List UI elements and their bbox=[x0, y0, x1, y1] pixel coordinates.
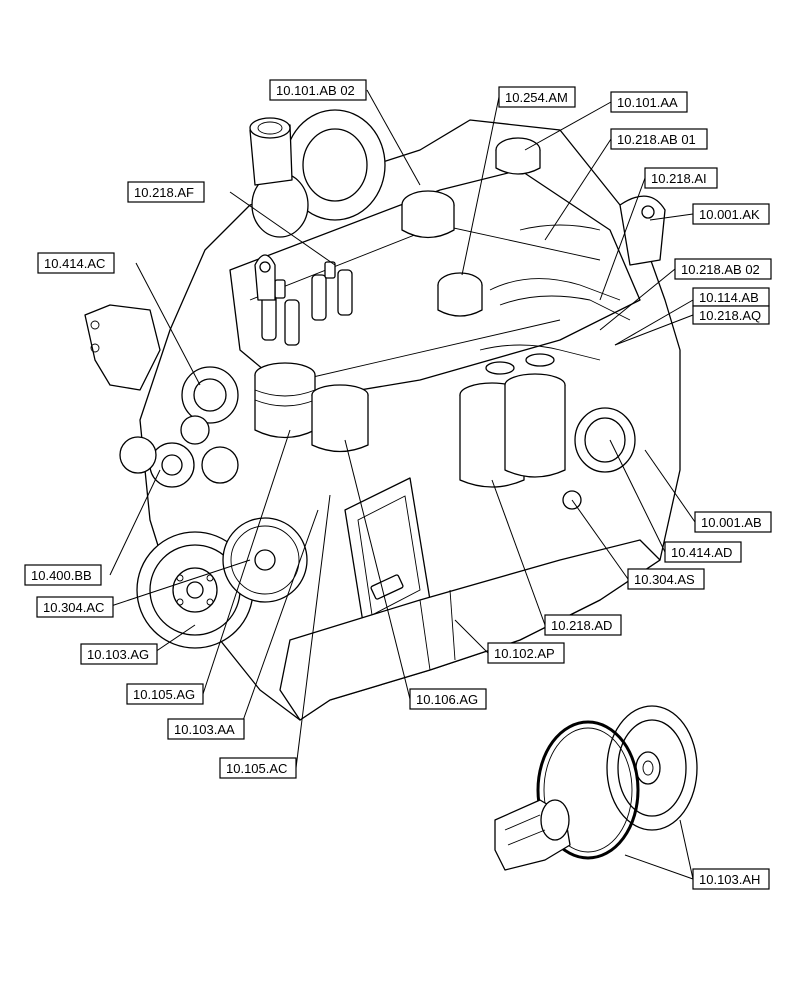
callout-label: 10.218.AQ bbox=[699, 308, 761, 323]
callout-10-102-ap[interactable]: 10.102.AP bbox=[487, 642, 565, 664]
callout-10-103-ah[interactable]: 10.103.AH bbox=[692, 868, 770, 890]
callout-label: 10.114.AB bbox=[699, 290, 759, 305]
turbocharger bbox=[249, 109, 386, 238]
callout-10-304-ac[interactable]: 10.304.AC bbox=[36, 596, 114, 618]
callout-10-218-ab-02[interactable]: 10.218.AB 02 bbox=[674, 258, 772, 280]
piston bbox=[254, 362, 369, 453]
callout-label: 10.218.AB 02 bbox=[681, 262, 760, 277]
callout-label: 10.103.AH bbox=[699, 872, 760, 887]
callout-label: 10.304.AS bbox=[634, 572, 695, 587]
callout-10-103-aa[interactable]: 10.103.AA bbox=[167, 718, 245, 740]
callout-10-218-ai[interactable]: 10.218.AI bbox=[644, 167, 718, 189]
callout-10-106-ag[interactable]: 10.106.AG bbox=[409, 688, 487, 710]
callout-10-218-af[interactable]: 10.218.AF bbox=[127, 181, 205, 203]
callout-10-101-aa[interactable]: 10.101.AA bbox=[610, 91, 688, 113]
callout-label: 10.103.AG bbox=[87, 647, 149, 662]
callout-10-414-ad[interactable]: 10.414.AD bbox=[664, 541, 742, 563]
callout-label: 10.101.AA bbox=[617, 95, 678, 110]
flywheel-assembly bbox=[494, 705, 698, 871]
oil-filters bbox=[459, 353, 566, 488]
filler-cap bbox=[401, 137, 541, 317]
accessory-pulleys bbox=[119, 366, 239, 488]
callout-label: 10.001.AK bbox=[699, 207, 760, 222]
callout-10-101-ab-02[interactable]: 10.101.AB 02 bbox=[269, 79, 367, 101]
callout-label: 10.218.AI bbox=[651, 171, 707, 186]
callout-label: 10.105.AG bbox=[133, 687, 195, 702]
valves bbox=[261, 261, 353, 346]
callout-10-414-ac[interactable]: 10.414.AC bbox=[37, 252, 115, 274]
callout-10-254-am[interactable]: 10.254.AM bbox=[498, 86, 576, 108]
callout-10-114-ab[interactable]: 10.114.AB bbox=[692, 287, 770, 307]
callout-label: 10.101.AB 02 bbox=[276, 83, 355, 98]
callout-10-001-ak[interactable]: 10.001.AK bbox=[692, 203, 770, 225]
callout-label: 10.218.AF bbox=[134, 185, 194, 200]
callout-label: 10.414.AC bbox=[44, 256, 105, 271]
callout-10-218-aq[interactable]: 10.218.AQ bbox=[692, 305, 770, 325]
callout-label: 10.103.AA bbox=[174, 722, 235, 737]
callout-label: 10.218.AB 01 bbox=[617, 132, 696, 147]
callout-label: 10.102.AP bbox=[494, 646, 555, 661]
leader-lines bbox=[107, 89, 696, 880]
callout-10-304-as[interactable]: 10.304.AS bbox=[627, 568, 705, 590]
callout-label: 10.106.AG bbox=[416, 692, 478, 707]
callout-label: 10.254.AM bbox=[505, 90, 568, 105]
callouts: 10.101.AB 02 10.254.AM 10.101.AA 10.218.… bbox=[24, 79, 772, 890]
callout-label: 10.414.AD bbox=[671, 545, 732, 560]
callout-10-218-ad[interactable]: 10.218.AD bbox=[544, 614, 622, 636]
rear-seal bbox=[574, 407, 636, 473]
callout-10-105-ac[interactable]: 10.105.AC bbox=[219, 757, 297, 779]
callout-label: 10.304.AC bbox=[43, 600, 104, 615]
front-gear bbox=[222, 517, 308, 603]
engine-illustration bbox=[84, 109, 698, 871]
callout-10-400-bb[interactable]: 10.400.BB bbox=[24, 564, 102, 586]
callout-10-218-ab-01[interactable]: 10.218.AB 01 bbox=[610, 128, 708, 150]
callout-label: 10.105.AC bbox=[226, 761, 287, 776]
callout-10-105-ag[interactable]: 10.105.AG bbox=[126, 683, 204, 705]
callout-10-001-ab[interactable]: 10.001.AB bbox=[694, 511, 772, 533]
callout-label: 10.218.AD bbox=[551, 618, 612, 633]
callout-label: 10.001.AB bbox=[701, 515, 762, 530]
callout-label: 10.400.BB bbox=[31, 568, 92, 583]
callout-10-103-ag[interactable]: 10.103.AG bbox=[80, 643, 158, 665]
ecu-module bbox=[344, 477, 431, 636]
